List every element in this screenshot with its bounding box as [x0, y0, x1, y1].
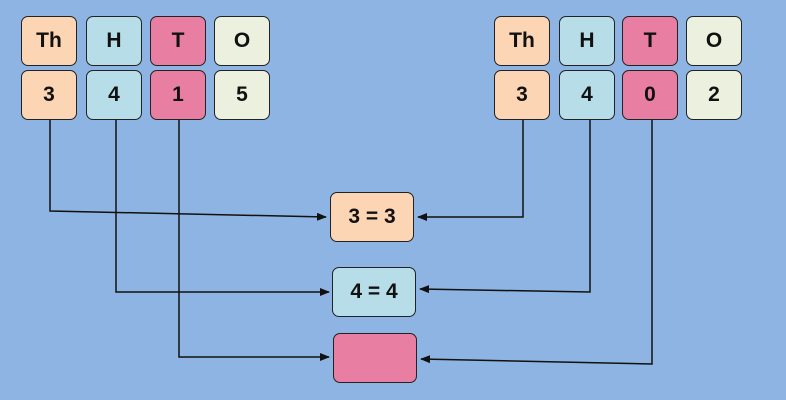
- left-thousands-connector: [49, 120, 327, 221]
- tens-comparison-box: [333, 333, 417, 383]
- right-digit-ones: 2: [686, 70, 742, 120]
- right-thousands-connector: [417, 120, 524, 221]
- left-digit-tens: 1: [150, 70, 206, 120]
- left-digit-thousands: 3: [21, 70, 77, 120]
- right-digit-thousands: 3: [494, 70, 550, 120]
- right-header-hundreds: H: [559, 16, 615, 66]
- right-digit-tens: 0: [622, 70, 678, 120]
- right-hundreds-connector: [419, 120, 591, 294]
- left-header-thousands: Th: [21, 16, 77, 66]
- right-digit-hundreds: 4: [559, 70, 615, 120]
- hundreds-comparison-box: 4 = 4: [332, 267, 416, 317]
- left-header-tens: T: [150, 16, 206, 66]
- right-header-thousands: Th: [494, 16, 550, 66]
- left-digit-ones: 5: [214, 70, 270, 120]
- right-tens-connector: [420, 120, 653, 365]
- right-header-tens: T: [622, 16, 678, 66]
- thousands-comparison-box: 3 = 3: [330, 192, 414, 242]
- left-digit-hundreds: 4: [86, 70, 142, 120]
- right-header-ones: O: [686, 16, 742, 66]
- left-header-ones: O: [214, 16, 270, 66]
- left-header-hundreds: H: [86, 16, 142, 66]
- left-tens-connector: [178, 120, 330, 361]
- left-hundreds-connector: [115, 120, 330, 296]
